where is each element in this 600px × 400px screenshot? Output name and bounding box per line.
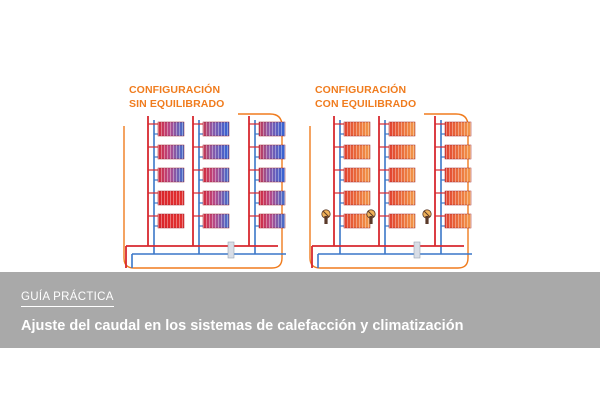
balancing-valve-icon [422, 209, 432, 224]
panel-title-balanced-line2: CON EQUILIBRADO [315, 98, 416, 110]
radiator-fins [158, 214, 184, 228]
radiator-fins [344, 191, 370, 205]
radiator-fins [344, 214, 370, 228]
radiator-fins [389, 168, 415, 182]
system-unbalanced [125, 116, 286, 268]
radiator-fins [259, 191, 285, 205]
radiator-fins [203, 122, 229, 136]
radiator-fins [259, 145, 285, 159]
radiator-fins [158, 145, 184, 159]
radiator-fins [203, 191, 229, 205]
radiator-fins [389, 191, 415, 205]
pipe-fitting [413, 241, 421, 259]
pipe-fitting [227, 241, 235, 259]
radiator-fins [344, 145, 370, 159]
radiator-fins [389, 145, 415, 159]
panel-title-unbalanced-line2: SIN EQUILIBRADO [129, 98, 224, 110]
guide-title: Ajuste del caudal en los sistemas de cal… [21, 318, 464, 334]
radiator-fins [344, 168, 370, 182]
radiator-fins [344, 122, 370, 136]
radiator-fins [203, 145, 229, 159]
radiator-fins [203, 214, 229, 228]
radiator-fins [445, 191, 471, 205]
guide-category-label: GUÍA PRÁCTICA [21, 291, 114, 303]
radiator-fins [389, 214, 415, 228]
balancing-valve-icon [321, 209, 331, 224]
radiator-fins [445, 122, 471, 136]
radiator-fins [158, 191, 184, 205]
radiator-fins [158, 168, 184, 182]
radiator-fins [259, 122, 285, 136]
panel-title-balanced-line1: CONFIGURACIÓN [315, 83, 406, 96]
radiator-fins [259, 214, 285, 228]
radiator-fins [203, 168, 229, 182]
radiator-fins [158, 122, 184, 136]
radiator-fins [259, 168, 285, 182]
banner-divider [21, 306, 114, 307]
radiator-fins [445, 214, 471, 228]
radiator-fins [445, 168, 471, 182]
radiator-fins [445, 145, 471, 159]
heating-configuration-diagram: CONFIGURACIÓN SIN EQUILIBRADO CONFIGURAC… [123, 83, 472, 269]
panel-title-unbalanced-line1: CONFIGURACIÓN [129, 83, 220, 96]
guide-banner: GUÍA PRÁCTICA Ajuste del caudal en los s… [0, 272, 600, 348]
radiator-fins [389, 122, 415, 136]
system-balanced [311, 116, 472, 268]
balancing-valve-icon [366, 209, 376, 224]
